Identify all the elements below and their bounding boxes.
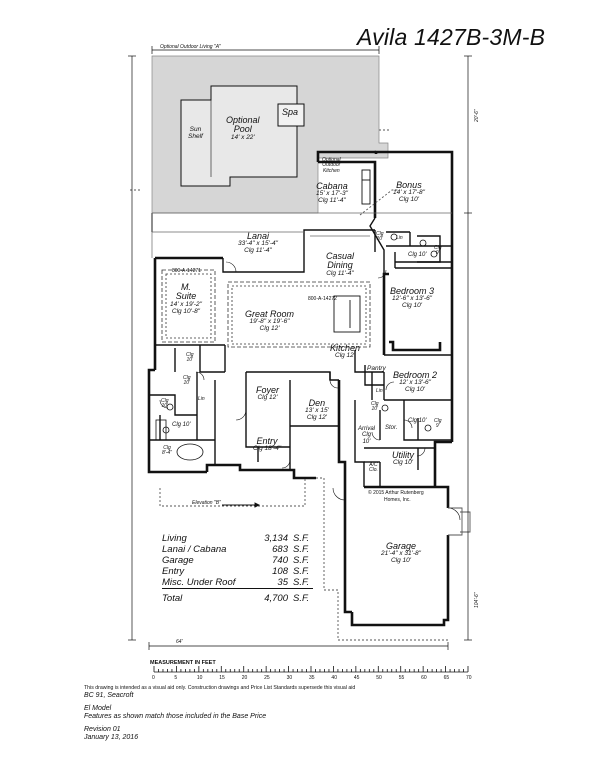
spa-label: Spa (282, 107, 299, 117)
scale-tick-label: 0 (152, 675, 155, 681)
scale-tick-label: 15 (219, 675, 225, 681)
area-value: 3,134 (264, 533, 288, 544)
kitchen-island (333, 295, 361, 333)
room-lanai: Lanai 33'-4" x 15'-4" Clg 11'-4" (238, 231, 278, 255)
area-label: Misc. Under Roof (162, 577, 236, 588)
scale-tick-label: 60 (421, 675, 427, 681)
copyright-line-2: Homes, Inc. (384, 497, 411, 503)
code-suite: 800-A-14271 (172, 268, 201, 274)
area-label: Living (162, 533, 187, 544)
area-unit: S.F. (293, 533, 310, 544)
revision: Revision 01 (84, 726, 121, 733)
pool-outline (180, 85, 298, 187)
clg-bath-upper: Clg 10' (408, 252, 427, 258)
room-garage: Garage 21'-4" x 31'-8" Clg 10' (381, 541, 421, 565)
scale-tick-label: 10 (196, 675, 203, 681)
elevation-label: Elevation "B" (192, 500, 221, 506)
room-cabana: Cabana 15' x 17'-3" Clg 11'-4" (316, 181, 348, 205)
community: BC 91, Seacroft (84, 692, 134, 699)
dim-bottom: 64' (176, 639, 183, 645)
scale-tick-label: 35 (309, 675, 315, 681)
room-m-suite: M. Suite 14' x 19'-2" Clg 10'-8" (170, 282, 202, 315)
area-row: Garage 740 S.F. (162, 555, 313, 566)
area-label: Garage (162, 555, 194, 566)
lin-label-3: Lin (376, 388, 383, 394)
scale-tick-label: 70 (466, 675, 472, 681)
room-storage: Stor. (385, 425, 398, 431)
area-label: Entry (162, 566, 185, 577)
room-entry: Entry Clg 18'-4" (253, 436, 282, 453)
copyright-line-1: © 2015 Arthur Rutenberg (368, 490, 424, 496)
scale-tick-label: 55 (398, 675, 405, 681)
scale-tick-label: 30 (286, 675, 293, 681)
area-unit: S.F. (293, 566, 310, 577)
area-row: Living 3,134 S.F. (162, 533, 313, 544)
area-value: 35 (277, 577, 288, 588)
area-row: Lanai / Cabana 683 S.F. (162, 544, 313, 555)
plan-title: Avila 1427B-3M-B (357, 24, 546, 50)
clg-bath-lower: Clg 10' (408, 418, 427, 424)
area-row: Misc. Under Roof 35 S.F. (162, 577, 313, 589)
scale-tick-label: 65 (443, 675, 450, 681)
room-great-room: Great Room 19'-8" x 19'-6" Clg 12' (245, 309, 295, 333)
date: January 13, 2016 (84, 734, 139, 741)
model: El Model (84, 705, 112, 712)
scale-tick-label: 45 (353, 675, 360, 681)
area-value: 683 (272, 544, 288, 555)
area-unit: S.F. (293, 544, 310, 555)
outdoor-living-label: Optional Outdoor Living "A" (160, 44, 221, 50)
spa-outline (277, 103, 305, 127)
room-kitchen: Kitchen Clg 12' (330, 343, 361, 360)
lin-label-2: Lin (198, 396, 205, 402)
area-row: Entry 108 S.F. (162, 566, 313, 577)
disclaimer: This drawing is intended as a visual aid… (84, 685, 356, 691)
dim-right-bottom: 104'-6" (474, 592, 480, 608)
clg-master-bath: Clg 10' (172, 422, 191, 428)
bathtub (176, 443, 204, 461)
scale-tick-label: 50 (376, 675, 382, 681)
area-label: Total (162, 588, 244, 604)
scale-tick-label: 5 (174, 675, 178, 681)
scale-title: MEASUREMENT IN FEET (150, 660, 216, 666)
area-label: Lanai / Cabana (162, 544, 227, 555)
scale-tick-label: 25 (264, 675, 270, 681)
room-bedroom2: Bedroom 2 12' x 13'-6" Clg 10' (393, 370, 438, 394)
measurement-scale (153, 666, 469, 673)
code-great-room: 800-A-14272 (308, 296, 337, 302)
lin-label-1: Lin (396, 235, 403, 241)
area-value: 4,700 (244, 588, 293, 604)
features: Features as shown match those included i… (84, 713, 267, 720)
scale-tick-label: 40 (331, 675, 337, 681)
room-foyer: Foyer Clg 12' (256, 385, 280, 402)
pool-label: Optional Pool 14' x 22' (226, 115, 260, 141)
area-value: 108 (272, 566, 288, 577)
room-bedroom3: Bedroom 3 12'-6" x 13'-6" Clg 10' (390, 286, 435, 310)
dim-right-top: 20'-6" (474, 109, 480, 122)
scale-tick-label: 20 (241, 675, 248, 681)
room-den: Den 13' x 15' Clg 12' (305, 398, 329, 422)
room-pantry: Pantry (367, 365, 386, 372)
area-unit: S.F. (293, 588, 313, 604)
room-casual-dining: Casual Dining Clg 11'-4" (326, 251, 355, 277)
area-unit: S.F. (293, 555, 310, 566)
area-value: 740 (272, 555, 288, 566)
room-utility: Utility Clg 10' (392, 450, 414, 467)
room-bonus: Bonus 14' x 17'-8" Clg 10' (393, 180, 425, 204)
area-unit: S.F. (293, 577, 310, 588)
